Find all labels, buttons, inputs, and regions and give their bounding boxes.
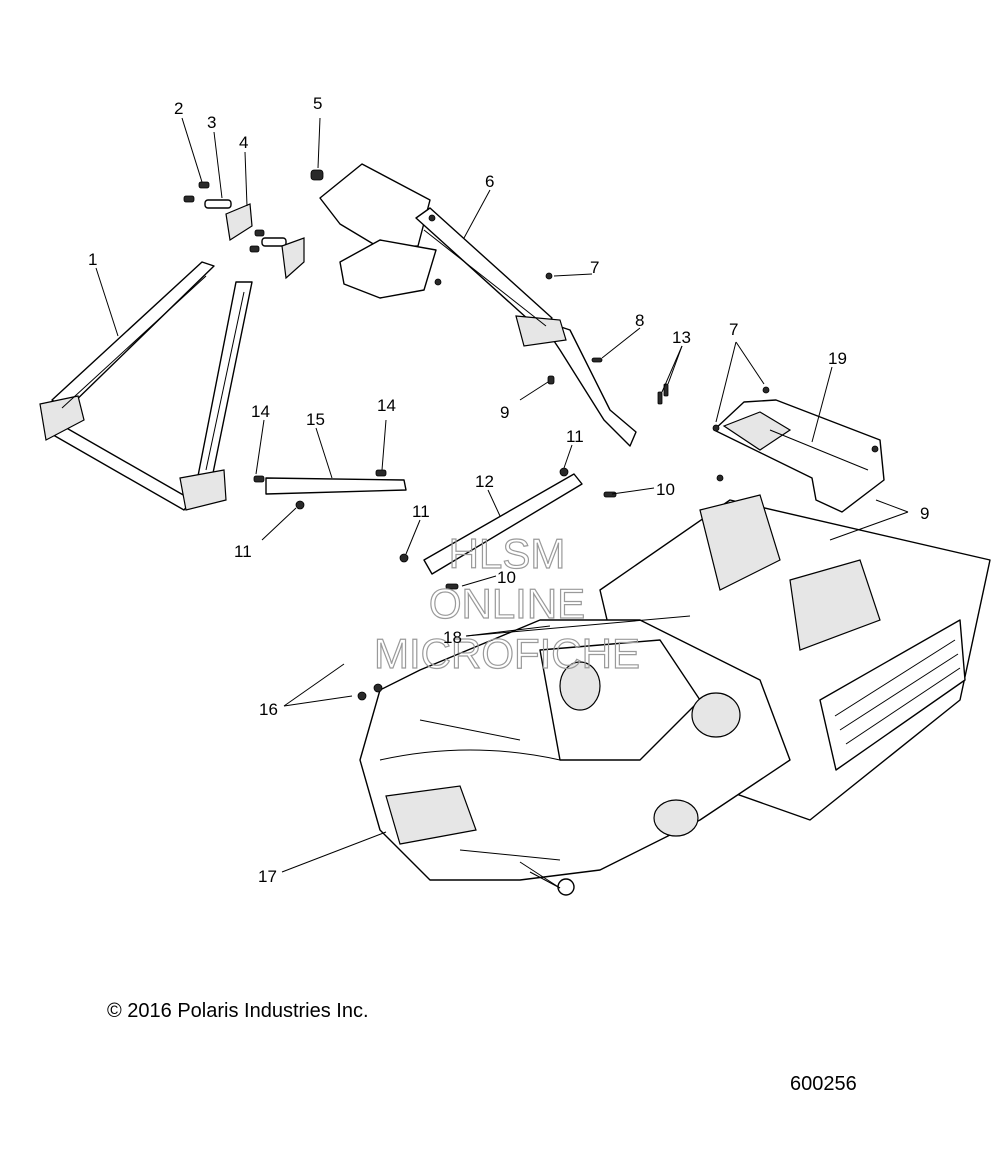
leader-lines — [95, 117, 909, 873]
callout-14a: 14 — [251, 402, 270, 421]
callout-labels: 1 2 3 4 5 6 7 7 8 9 9 10 10 11 11 11 12 … — [88, 94, 929, 886]
callout-6: 6 — [485, 172, 494, 191]
callout-2: 2 — [174, 99, 183, 118]
part-1-frame-strut-assembly — [39, 261, 253, 511]
watermark-line-1: HLSM — [449, 530, 566, 577]
callout-13: 13 — [672, 328, 691, 347]
watermark-line-2: ONLINE — [429, 580, 585, 627]
callout-10a: 10 — [656, 480, 675, 499]
drawing-number: 600256 — [790, 1073, 857, 1095]
part-5-fastener — [310, 169, 324, 181]
callout-9a: 9 — [500, 403, 509, 422]
copyright-notice: © 2016 Polaris Industries Inc. — [107, 1000, 369, 1022]
callout-10b: 10 — [497, 568, 516, 587]
part-12-support-rod — [399, 467, 617, 590]
callout-9b: 9 — [920, 504, 929, 523]
callout-1: 1 — [88, 250, 97, 269]
part-19-bracket — [712, 386, 885, 513]
callout-7b: 7 — [729, 320, 738, 339]
callout-18: 18 — [443, 628, 462, 647]
watermark-line-3: MICROFICHE — [374, 630, 640, 677]
part-15-link-rod — [253, 469, 407, 510]
callout-16: 16 — [259, 700, 278, 719]
callout-7a: 7 — [590, 258, 599, 277]
callout-3: 3 — [207, 113, 216, 132]
callout-11c: 11 — [234, 542, 252, 561]
part-2-3-4-hardware — [183, 181, 305, 280]
callout-8: 8 — [635, 311, 644, 330]
callout-11a: 11 — [566, 427, 584, 446]
callout-19: 19 — [828, 349, 847, 368]
callout-17: 17 — [258, 867, 277, 886]
part-17-chassis — [357, 494, 991, 896]
callout-12: 12 — [475, 472, 494, 491]
callout-5: 5 — [313, 94, 322, 113]
callout-14b: 14 — [377, 396, 396, 415]
callout-11b: 11 — [412, 502, 430, 521]
callout-4: 4 — [239, 133, 248, 152]
watermark: HLSM ONLINE MICROFICHE — [373, 529, 640, 677]
callout-15: 15 — [306, 410, 325, 429]
part-6-steering-post-assembly — [319, 163, 637, 447]
